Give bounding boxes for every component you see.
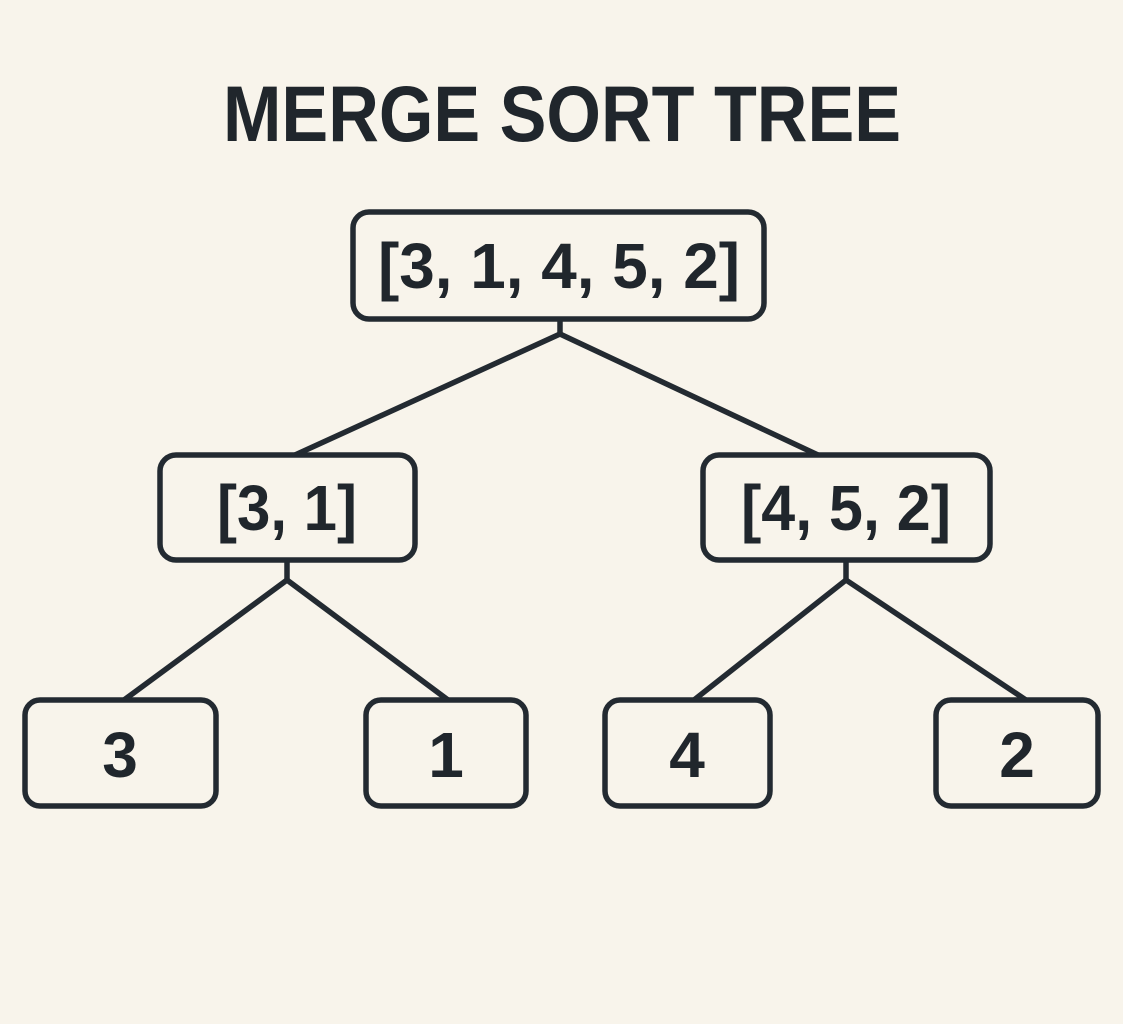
node-leaf-4: 4 [602,697,773,809]
node-right-label: [4, 5, 2] [741,472,951,544]
node-leaf-4-box [602,697,773,809]
edge-left-leaf1 [284,577,451,703]
node-leaf-4-label: 4 [669,719,705,791]
edge-right-leaf2 [843,577,1029,703]
node-leaf-3-label: 3 [102,719,138,791]
node-right: [4, 5, 2] [700,452,993,563]
node-root: [3, 1, 4, 5, 2] [350,209,767,322]
node-left-label: [3, 1] [217,472,357,544]
node-leaf-1: 1 [363,697,529,809]
node-root-label: [3, 1, 4, 5, 2] [378,230,740,302]
node-leaf-2-box [933,697,1101,809]
node-root-box [350,209,767,322]
node-left-box [157,452,418,563]
diagram-title: MERGE SORT TREE [223,69,901,158]
edge-left-leaf3 [121,577,290,703]
edge-root-right [557,331,821,458]
edge-root-left [292,331,563,458]
edge-right-leaf4 [691,577,849,703]
node-leaf-3: 3 [22,697,219,809]
node-leaf-2: 2 [933,697,1101,809]
node-right-box [700,452,993,563]
node-leaf-2-label: 2 [999,719,1035,791]
node-leaf-3-box [22,697,219,809]
node-leaf-1-label: 1 [428,719,464,791]
node-leaf-1-box [363,697,529,809]
node-left: [3, 1] [157,452,418,563]
